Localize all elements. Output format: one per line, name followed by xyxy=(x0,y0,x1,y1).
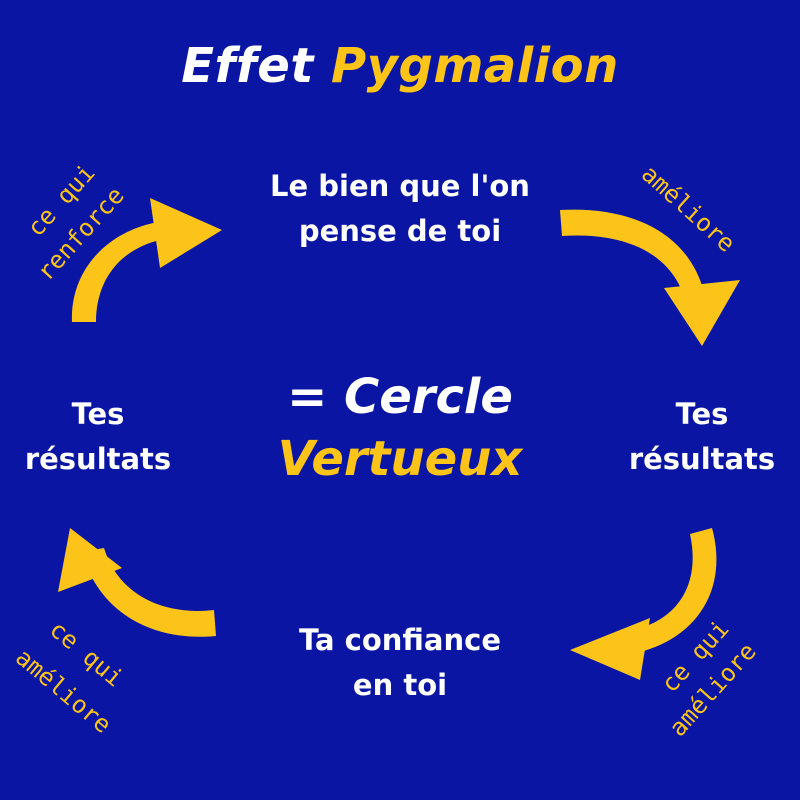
center-label: = Cercle Vertueux xyxy=(200,366,600,491)
center-line-1: = Cercle xyxy=(287,369,513,425)
node-top: Le bien que l'on pense de toi xyxy=(240,164,560,254)
title-part-1: Effet xyxy=(181,38,314,94)
node-bottom-line-2: en toi xyxy=(352,667,448,702)
node-right-line-2: résultats xyxy=(628,441,776,476)
arrow-bottom-left-icon xyxy=(58,528,216,637)
arrow-bottom-right-icon xyxy=(570,528,717,680)
node-bottom-line-1: Ta confiance xyxy=(298,623,502,657)
node-left-line-2: résultats xyxy=(24,441,172,476)
node-left-line-1: Tes xyxy=(71,397,125,431)
node-right: Tes résultats xyxy=(604,392,800,482)
arrow-top-left-icon xyxy=(71,198,222,322)
arrow-top-right-icon xyxy=(560,209,740,346)
node-left: Tes résultats xyxy=(0,392,196,482)
node-top-line-1: Le bien que l'on xyxy=(270,169,530,203)
center-line-2: Vertueux xyxy=(277,431,523,488)
title-part-2: Pygmalion xyxy=(330,38,619,94)
node-bottom: Ta confiance en toi xyxy=(240,618,560,708)
node-top-line-2: pense de toi xyxy=(298,213,502,248)
label-bottom-left: ce qui améliore xyxy=(10,615,128,739)
diagram-title: Effet Pygmalion xyxy=(0,38,800,94)
node-right-line-1: Tes xyxy=(675,397,729,431)
